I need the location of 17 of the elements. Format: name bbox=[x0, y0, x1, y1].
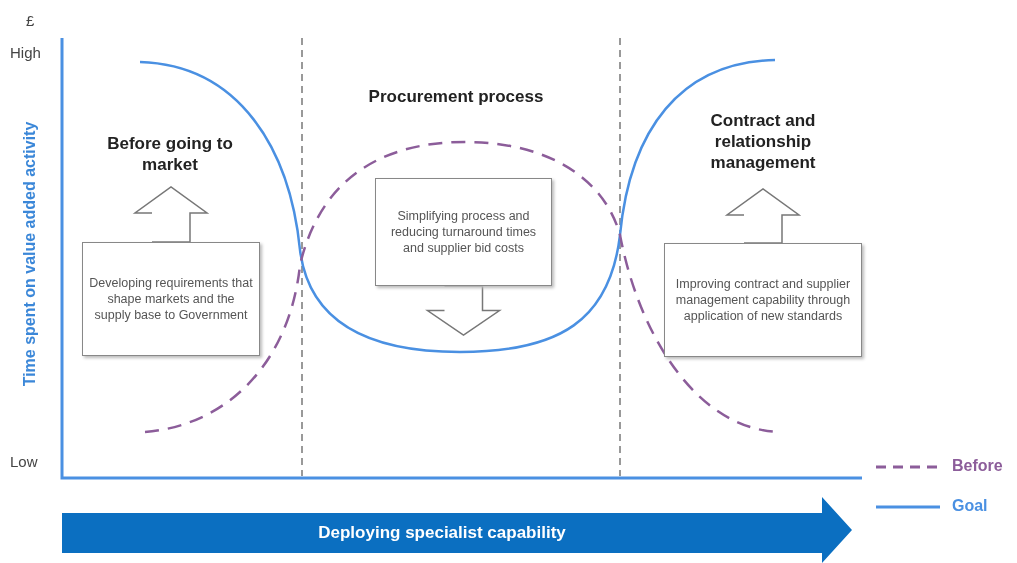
text-box: Developing requirements that shape markets and the supply base to Government bbox=[82, 242, 260, 356]
text-box: Improving contract and supplier management capability through application of new standards bbox=[664, 243, 862, 357]
block-arrow bbox=[724, 188, 802, 244]
legend-text: Before bbox=[952, 457, 1003, 475]
axis-tick-label: High bbox=[10, 44, 41, 61]
legend-text: Goal bbox=[952, 497, 988, 515]
banner-arrow bbox=[62, 497, 852, 563]
banner-text: Deploying specialist capability bbox=[317, 522, 567, 544]
section-heading: Contract and relationship management bbox=[668, 110, 858, 185]
axis-title: Time spent on value added activity bbox=[21, 120, 39, 389]
axis-tick-label: Low bbox=[10, 453, 38, 470]
section-heading: Before going to market bbox=[80, 133, 260, 183]
text-box: Simplifying process and reducing turnaround times and supplier bid costs bbox=[375, 178, 552, 286]
currency-label: £ bbox=[26, 12, 35, 29]
block-arrow bbox=[425, 285, 502, 336]
block-arrow bbox=[132, 186, 210, 243]
section-heading: Procurement process bbox=[366, 86, 546, 134]
